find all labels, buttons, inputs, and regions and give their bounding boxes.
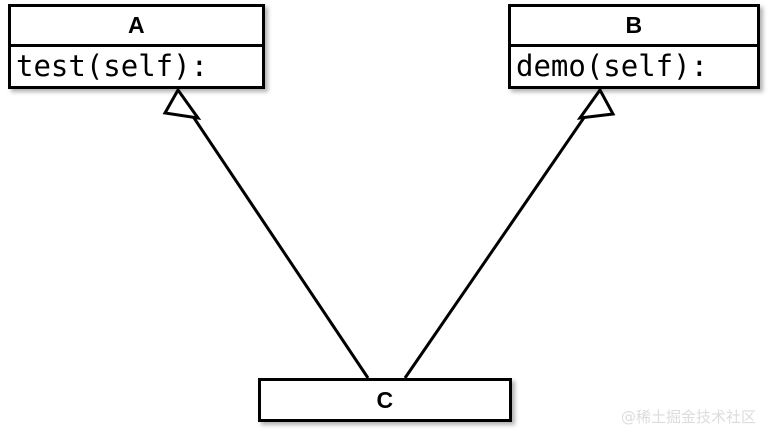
class-c-name: C <box>376 386 394 413</box>
class-b-name-compartment: B <box>511 7 757 47</box>
generalization-c-to-a[interactable] <box>162 87 370 379</box>
class-box-b[interactable]: B demo(self): <box>508 4 760 89</box>
class-box-c[interactable]: C <box>258 378 512 422</box>
class-a-member-0: test(self): <box>16 49 209 83</box>
class-b-name: B <box>625 12 643 38</box>
class-a-name-compartment: A <box>11 7 262 47</box>
hollow-triangle-arrowhead-b <box>576 87 616 120</box>
class-b-members-compartment: demo(self): <box>511 47 757 86</box>
class-box-a[interactable]: A test(self): <box>8 4 265 89</box>
class-c-name-compartment: C <box>261 381 509 419</box>
class-a-members-compartment: test(self): <box>11 47 262 86</box>
generalization-c-to-b[interactable] <box>403 87 616 379</box>
watermark: @稀土掘金技术社区 <box>620 408 756 426</box>
generalization-line-c-to-a <box>184 105 370 379</box>
class-b-member-0: demo(self): <box>516 49 709 83</box>
hollow-triangle-arrowhead-a <box>162 87 202 121</box>
class-a-name: A <box>127 12 146 38</box>
generalization-line-c-to-b <box>403 105 594 379</box>
